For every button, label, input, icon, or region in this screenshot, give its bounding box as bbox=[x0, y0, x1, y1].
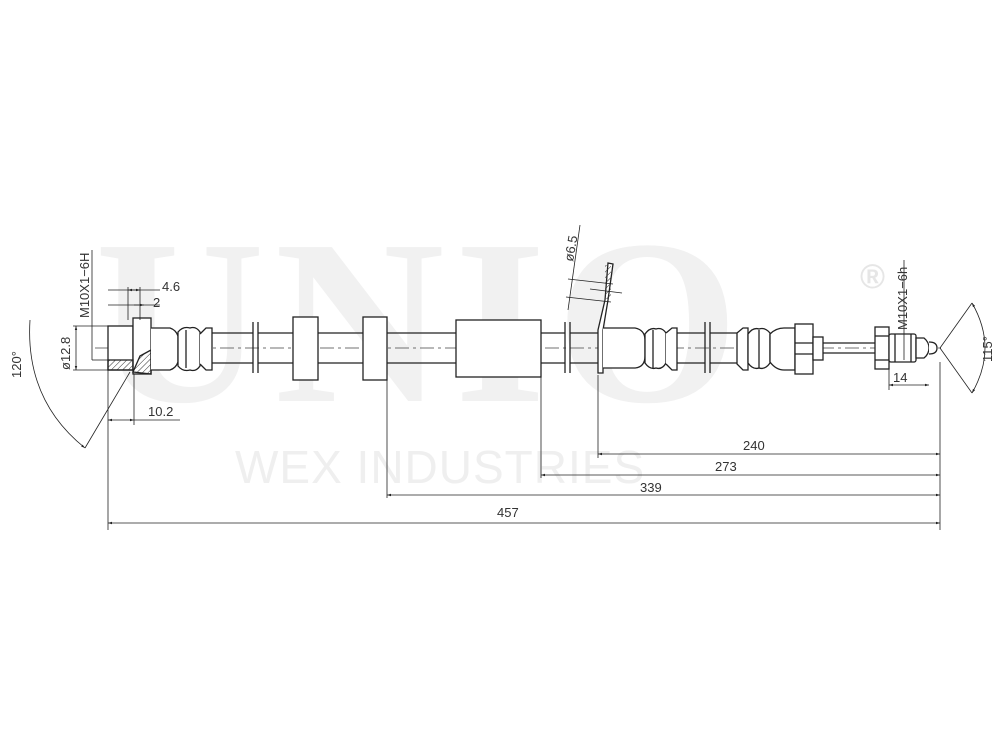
right-thread-label: M10X1−6h bbox=[895, 267, 910, 330]
dim-10-2-label: 10.2 bbox=[148, 404, 173, 419]
dim-273-label: 273 bbox=[715, 459, 737, 474]
hose-body bbox=[212, 316, 598, 381]
left-angle-label: 120° bbox=[9, 351, 24, 378]
watermark-brand: UNIO bbox=[95, 192, 749, 452]
dim-339-label: 339 bbox=[640, 480, 662, 495]
right-angle-label: 115° bbox=[980, 336, 995, 362]
dim-240-label: 240 bbox=[743, 438, 765, 453]
length-dimensions bbox=[108, 375, 940, 525]
left-dimensions bbox=[29, 250, 180, 530]
left-fitting bbox=[107, 317, 213, 375]
dim-457-label: 457 bbox=[497, 505, 519, 520]
watermark-company: WEX INDUSTRIES bbox=[235, 441, 646, 493]
dim-2-label: 2 bbox=[153, 295, 160, 310]
right-dimensions bbox=[888, 260, 986, 530]
bracket-hole-label: ø6.5 bbox=[561, 234, 580, 262]
watermark-registered: ® bbox=[860, 258, 886, 296]
middle-ferrule bbox=[603, 322, 737, 373]
left-thread-label: M10X1−6H bbox=[77, 253, 92, 318]
dim-14-label: 14 bbox=[893, 370, 907, 385]
right-fitting bbox=[736, 323, 938, 375]
left-diameter-label: ø12.8 bbox=[58, 337, 73, 370]
dim-4-6-label: 4.6 bbox=[162, 279, 180, 294]
